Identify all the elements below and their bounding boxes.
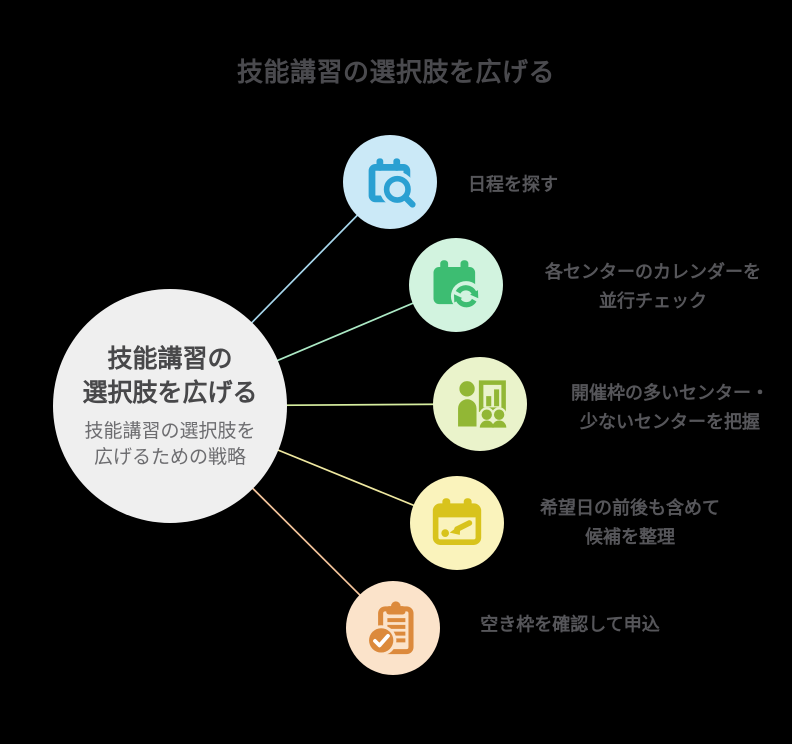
central-topic-subtitle-line1: 技能講習の選択肢を [84, 420, 256, 442]
calendar-sync-icon [433, 260, 482, 312]
central-topic-title-line1: 技能講習の [107, 344, 233, 373]
node-label-find-dates: 日程を探す [468, 171, 558, 200]
node-label-apply: 空き枠を確認して申込 [480, 611, 659, 640]
page-title: 技能講習の選択肢を広げる [236, 57, 556, 87]
node-label-line: 日程を探す [468, 174, 558, 195]
node-circle-apply [346, 581, 440, 675]
node-label-line: 開催枠の多いセンター・ [571, 383, 769, 403]
central-topic-title-line2: 選択肢を広げる [82, 378, 258, 407]
node-circle-grasp-centers [433, 357, 527, 451]
node-circle-organize-candidates [410, 476, 504, 570]
central-topic-circle: 技能講習の 選択肢を広げる 技能講習の選択肢を 広げるための戦略 [53, 289, 287, 523]
calendar-select-icon [432, 498, 482, 545]
node-label-line: 候補を整理 [585, 527, 675, 547]
node-label-parallel-check: 各センターのカレンダーを 並行チェック [545, 258, 761, 316]
node-label-line: 希望日の前後も含めて [540, 498, 720, 518]
node-circle-parallel-check [409, 238, 503, 332]
node-label-line: 並行チェック [599, 291, 707, 311]
central-topic-subtitle: 技能講習の選択肢を 広げるための戦略 [84, 419, 255, 471]
central-topic-subtitle-line2: 広げるための戦略 [93, 446, 246, 468]
calendar-search-icon [368, 158, 417, 209]
node-label-line: 少ないセンターを把握 [580, 412, 760, 432]
node-label-grasp-centers: 開催枠の多いセンター・ 少ないセンターを把握 [571, 379, 769, 437]
node-label-line: 空き枠を確認して申込 [480, 614, 660, 635]
training-presentation-icon [458, 380, 507, 429]
clipboard-check-icon [366, 601, 414, 655]
node-label-line: 各センターのカレンダーを [545, 262, 761, 282]
central-topic-title: 技能講習の 選択肢を広げる [82, 342, 257, 410]
node-circle-find-dates [343, 135, 437, 229]
node-label-organize-candidates: 希望日の前後も含めて 候補を整理 [540, 494, 720, 552]
